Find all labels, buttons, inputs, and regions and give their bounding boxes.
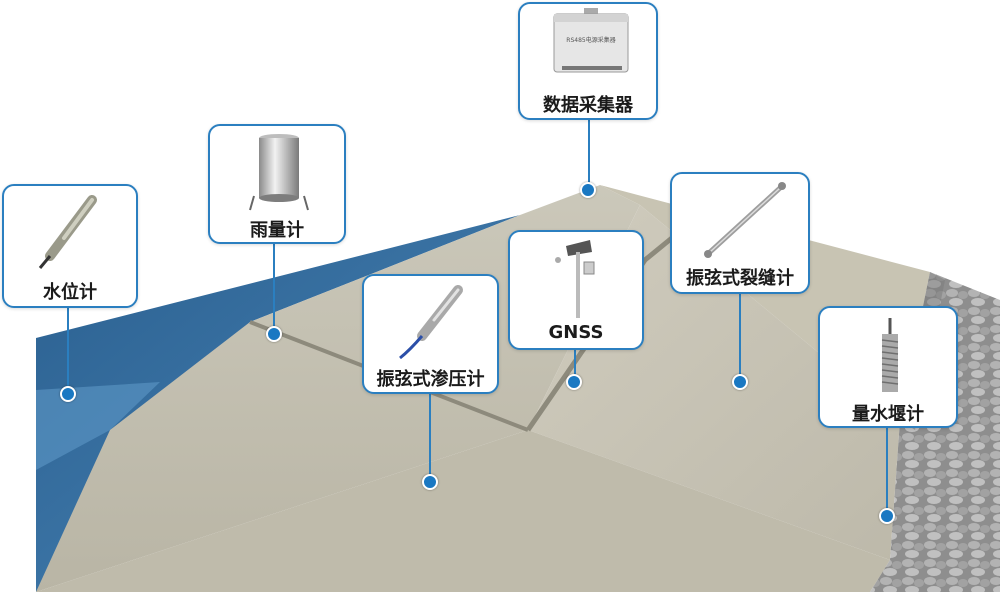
callout-piezometer[interactable]: 振弦式渗压计	[362, 274, 499, 394]
lower-slope	[36, 430, 890, 592]
connector-rain-gauge	[273, 242, 275, 334]
weir-gauge-icon	[881, 318, 899, 392]
connector-water-level	[67, 306, 69, 394]
rain-gauge-label: 雨量计	[250, 220, 304, 241]
piezometer-label: 振弦式渗压计	[376, 369, 485, 390]
marker-water-level[interactable]	[60, 386, 76, 402]
data-logger-label: 数据采集器	[543, 95, 633, 116]
water-level-label: 水位计	[43, 282, 97, 303]
reservoir-water	[36, 215, 520, 592]
water-surface-lower	[36, 382, 160, 470]
callout-data-logger[interactable]: RS485电源采集器 数据采集器	[518, 2, 658, 120]
piezometer-probe-icon	[399, 285, 463, 360]
marker-piezometer[interactable]	[422, 474, 438, 490]
connector-data-logger	[588, 118, 590, 190]
callout-weir-gauge[interactable]: 量水堰计	[818, 306, 958, 428]
marker-weir-gauge[interactable]	[879, 508, 895, 524]
connector-weir-gauge	[886, 426, 888, 516]
connector-crack-meter	[739, 292, 741, 382]
crack-meter-label: 振弦式裂缝计	[686, 268, 794, 289]
weir-gauge-label: 量水堰计	[852, 404, 924, 425]
callout-water-level[interactable]: 水位计	[2, 184, 138, 308]
connector-gnss	[574, 348, 576, 382]
marker-gnss[interactable]	[566, 374, 582, 390]
callout-crack-meter[interactable]: 振弦式裂缝计	[670, 172, 810, 294]
crack-meter-rod-icon	[704, 182, 786, 258]
callout-gnss[interactable]: GNSS	[508, 230, 644, 350]
rain-gauge-cylinder-icon	[249, 134, 309, 211]
marker-crack-meter[interactable]	[732, 374, 748, 390]
data-logger-box-icon: RS485电源采集器	[553, 8, 629, 73]
marker-rain-gauge[interactable]	[266, 326, 282, 342]
gabion-rocks	[870, 272, 1000, 592]
gnss-station-icon	[555, 240, 595, 318]
water-level-probe-icon	[38, 195, 97, 269]
data-logger-panel-text: RS485电源采集器	[566, 36, 615, 44]
callout-rain-gauge[interactable]: 雨量计	[208, 124, 346, 244]
connector-piezometer	[429, 392, 431, 482]
marker-data-logger[interactable]	[580, 182, 596, 198]
gnss-label: GNSS	[548, 322, 604, 343]
